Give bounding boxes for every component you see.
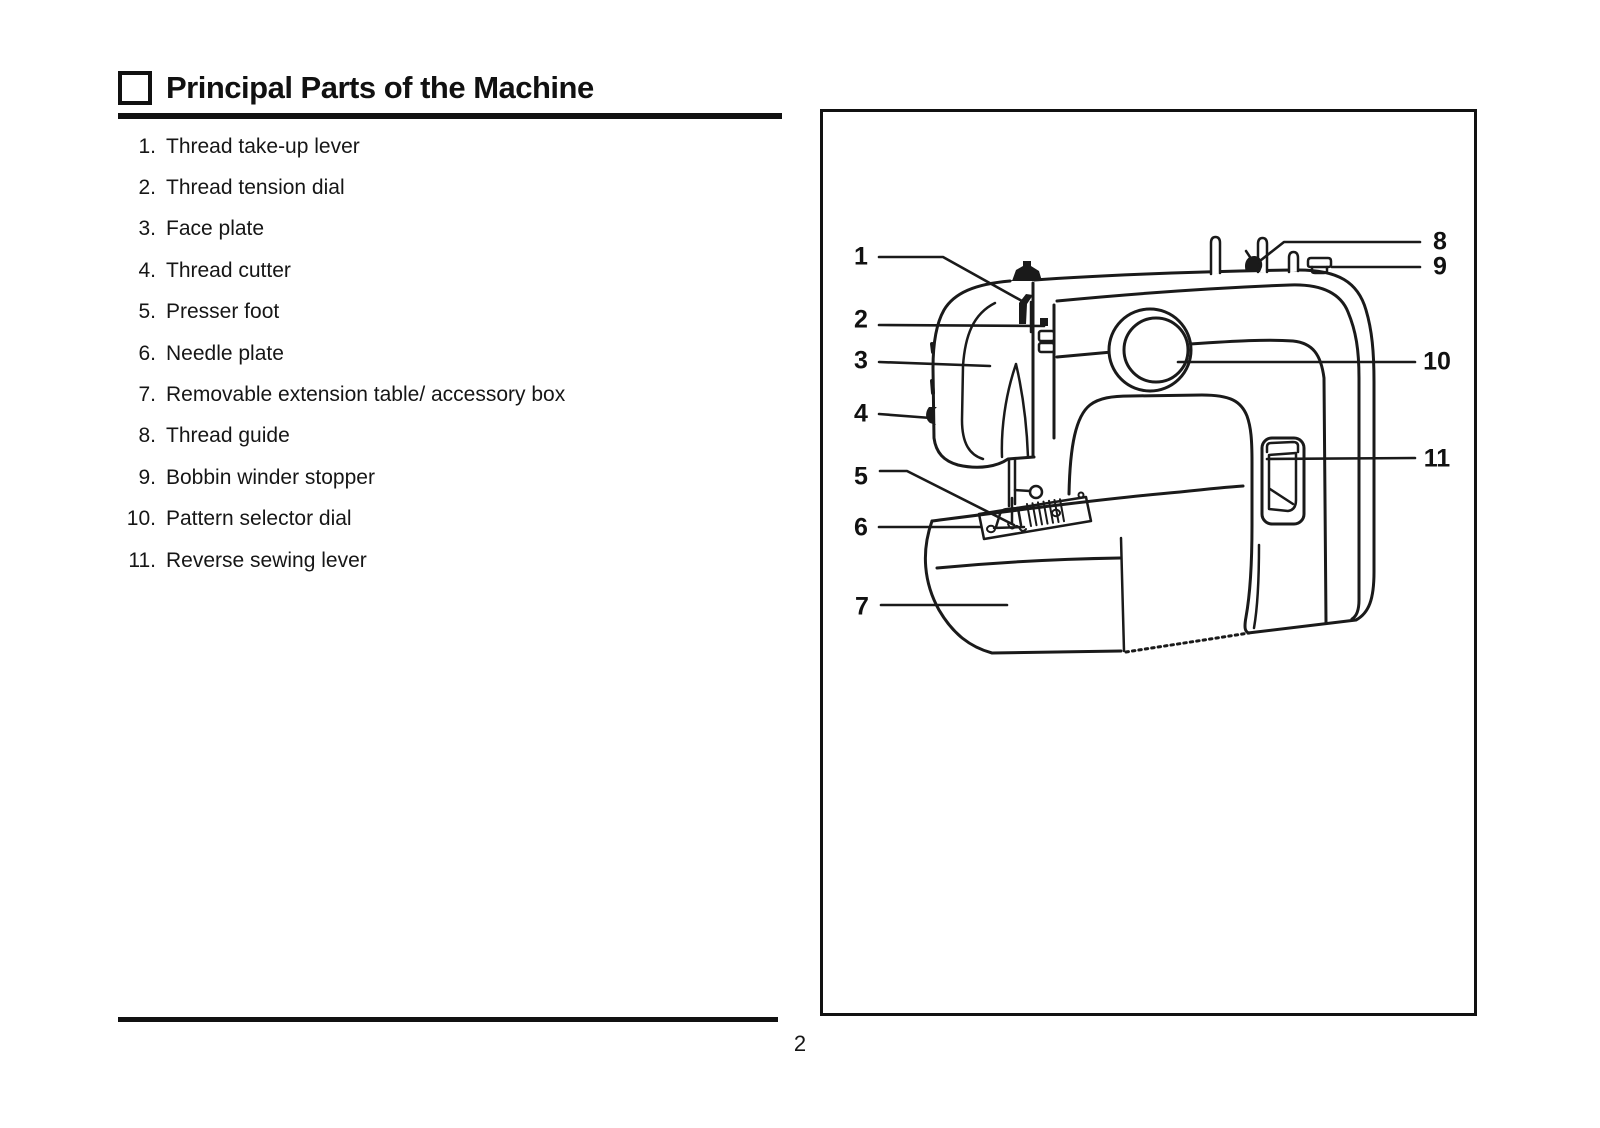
list-item: 4. Thread cutter [118, 250, 778, 291]
callout-2: 2 [854, 305, 868, 334]
item-label: Thread take-up lever [166, 134, 360, 158]
item-number: 9. [138, 465, 156, 489]
list-item: 7. Removable extension table/ accessory b… [118, 374, 778, 415]
item-number: 1. [138, 134, 156, 158]
callout-4: 4 [854, 399, 868, 428]
parts-list: 1. Thread take-up lever 2. Thread tension … [118, 126, 778, 581]
callout-8: 8 [1433, 227, 1447, 256]
page-header: Principal Parts of the Machine [118, 70, 594, 106]
item-label: Presser foot [166, 300, 280, 324]
item-label: Removable extension table/ accessory box [166, 383, 566, 407]
item-number: 6. [138, 341, 156, 365]
item-label: Needle plate [166, 341, 284, 365]
machine-diagram: 1 2 3 4 5 6 7 8 9 10 11 [820, 109, 1477, 1016]
list-item: 9. Bobbin winder stopper [118, 457, 778, 498]
page-number: 2 [793, 1031, 807, 1056]
checkbox-icon [118, 71, 152, 105]
list-item: 3. Face plate [118, 209, 778, 250]
list-item: 5. Presser foot [118, 292, 778, 333]
callout-10: 10 [1423, 347, 1451, 376]
title-underline [118, 113, 782, 119]
sewing-machine-illustration [877, 235, 1422, 655]
item-label: Face plate [166, 217, 265, 241]
item-number: 2. [138, 176, 156, 200]
item-number: 8. [138, 424, 156, 448]
footer-rule [118, 1017, 778, 1022]
callout-11: 11 [1423, 444, 1451, 473]
item-label: Thread tension dial [166, 176, 345, 200]
item-label: Thread cutter [166, 258, 291, 282]
list-item: 2. Thread tension dial [118, 167, 778, 208]
list-item: 10. Pattern selector dial [118, 499, 778, 540]
list-item: 8. Thread guide [118, 416, 778, 457]
item-label: Reverse sewing lever [166, 548, 367, 572]
item-number: 4. [138, 258, 156, 282]
item-number: 3. [138, 217, 156, 241]
item-number: 5. [138, 300, 156, 324]
item-label: Bobbin winder stopper [166, 465, 375, 489]
list-item: 1. Thread take-up lever [118, 126, 778, 167]
item-number: 10. [126, 507, 156, 531]
callout-1: 1 [854, 242, 868, 271]
item-number: 7. [138, 383, 156, 407]
item-label: Pattern selector dial [166, 507, 352, 531]
callout-6: 6 [854, 513, 868, 542]
callout-9: 9 [1433, 252, 1447, 281]
callout-7: 7 [855, 592, 869, 621]
list-item: 11. Reverse sewing lever [118, 540, 778, 581]
item-label: Thread guide [166, 424, 290, 448]
callout-lines [877, 240, 1422, 607]
callout-5: 5 [854, 462, 868, 491]
list-item: 6. Needle plate [118, 333, 778, 374]
callout-3: 3 [854, 346, 868, 375]
page-title: Principal Parts of the Machine [166, 70, 594, 105]
item-number: 11. [128, 548, 156, 572]
